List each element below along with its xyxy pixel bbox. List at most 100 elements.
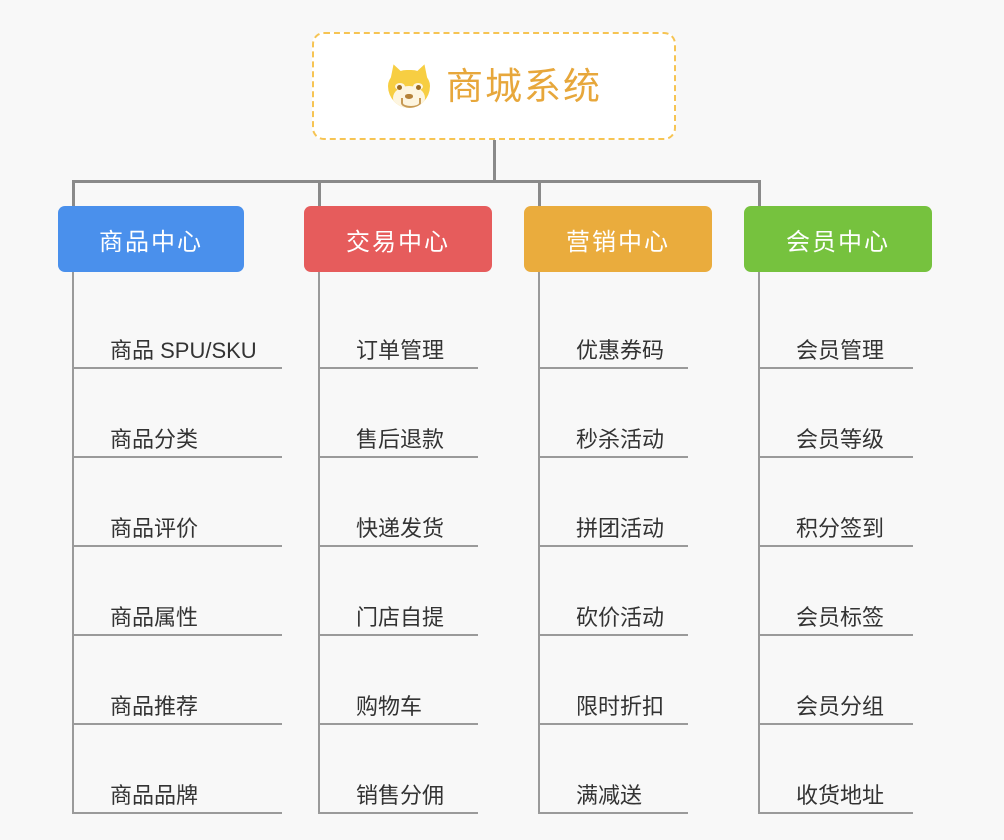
leaf-item[interactable]: 商品 SPU/SKU <box>72 280 282 369</box>
branch-header-product-center[interactable]: 商品中心 <box>58 206 244 272</box>
leaf-item[interactable]: 拼团活动 <box>538 458 712 547</box>
leaf-item-rule <box>318 723 478 725</box>
leaf-item[interactable]: 会员分组 <box>758 636 932 725</box>
branch-trade-center: 交易中心订单管理售后退款快递发货门店自提购物车销售分佣 <box>304 206 492 814</box>
leaf-item-rule <box>538 456 688 458</box>
branch-drop-member-center <box>758 180 761 206</box>
branch-member-center: 会员中心会员管理会员等级积分签到会员标签会员分组收货地址 <box>744 206 932 814</box>
leaf-item[interactable]: 收货地址 <box>758 725 932 814</box>
leaf-item-label: 销售分佣 <box>356 782 445 808</box>
leaf-item-rule <box>758 812 913 814</box>
leaf-item[interactable]: 订单管理 <box>318 280 492 369</box>
leaf-item[interactable]: 商品评价 <box>72 458 282 547</box>
leaf-item-label: 会员标签 <box>796 604 885 630</box>
shiba-inu-face-icon <box>384 61 434 108</box>
leaf-item[interactable]: 满减送 <box>538 725 712 814</box>
leaf-item-label: 满减送 <box>576 782 643 808</box>
branch-header-label: 会员中心 <box>786 228 890 256</box>
leaf-item-label: 商品评价 <box>110 515 199 541</box>
leaf-item-label: 会员管理 <box>796 337 885 363</box>
leaf-item-rule <box>758 545 913 547</box>
leaf-item-rule <box>318 812 478 814</box>
leaf-item-label: 商品推荐 <box>110 693 199 719</box>
leaf-item[interactable]: 积分签到 <box>758 458 932 547</box>
leaf-item-label: 售后退款 <box>356 426 445 452</box>
leaf-item-label: 商品品牌 <box>110 782 199 808</box>
branch-header-member-center[interactable]: 会员中心 <box>744 206 932 272</box>
leaf-item-label: 订单管理 <box>356 337 445 363</box>
leaf-item-label: 秒杀活动 <box>576 426 665 452</box>
leaf-item-rule <box>318 545 478 547</box>
branch-header-marketing-center[interactable]: 营销中心 <box>524 206 712 272</box>
leaf-item-label: 购物车 <box>356 693 423 719</box>
root-title: 商城系统 <box>446 65 602 107</box>
leaf-trunk <box>538 272 540 814</box>
leaf-item-label: 商品属性 <box>110 604 199 630</box>
leaf-item-label: 积分签到 <box>796 515 885 541</box>
leaf-item[interactable]: 售后退款 <box>318 369 492 458</box>
branch-header-label: 商品中心 <box>99 228 203 256</box>
branch-drop-product-center <box>72 180 75 206</box>
leaf-list-product-center: 商品 SPU/SKU 商品分类商品评价商品属性商品推荐商品品牌 <box>72 272 282 814</box>
leaf-item[interactable]: 商品属性 <box>72 547 282 636</box>
leaf-item-rule <box>72 723 282 725</box>
leaf-item-rule <box>758 456 913 458</box>
leaf-item[interactable]: 快递发货 <box>318 458 492 547</box>
leaf-item-label: 商品 SPU/SKU <box>110 337 257 363</box>
leaf-item[interactable]: 砍价活动 <box>538 547 712 636</box>
leaf-item[interactable]: 购物车 <box>318 636 492 725</box>
leaf-item-rule <box>538 545 688 547</box>
leaf-trunk <box>758 272 760 814</box>
leaf-item-rule <box>538 634 688 636</box>
leaf-item[interactable]: 会员标签 <box>758 547 932 636</box>
leaf-list-trade-center: 订单管理售后退款快递发货门店自提购物车销售分佣 <box>318 272 492 814</box>
leaf-item-label: 拼团活动 <box>576 515 665 541</box>
leaf-item-label: 优惠券码 <box>576 337 665 363</box>
leaf-list-member-center: 会员管理会员等级积分签到会员标签会员分组收货地址 <box>758 272 932 814</box>
leaf-item-label: 会员等级 <box>796 426 885 452</box>
leaf-item[interactable]: 会员管理 <box>758 280 932 369</box>
leaf-item-rule <box>318 456 478 458</box>
branch-drop-trade-center <box>318 180 321 206</box>
branch-header-label: 交易中心 <box>346 228 450 256</box>
leaf-item-rule <box>318 367 478 369</box>
leaf-item[interactable]: 商品推荐 <box>72 636 282 725</box>
root-node[interactable]: 商城系统 <box>312 32 676 140</box>
leaf-list-marketing-center: 优惠券码秒杀活动拼团活动砍价活动限时折扣满减送 <box>538 272 712 814</box>
leaf-item-rule <box>72 812 282 814</box>
leaf-item-rule <box>72 456 282 458</box>
leaf-item-rule <box>758 367 913 369</box>
leaf-item-label: 会员分组 <box>796 693 885 719</box>
leaf-item[interactable]: 会员等级 <box>758 369 932 458</box>
leaf-item-label: 限时折扣 <box>576 693 665 719</box>
branch-bus <box>72 180 761 183</box>
leaf-item-rule <box>758 634 913 636</box>
root-stem <box>493 140 496 183</box>
leaf-trunk <box>72 272 74 814</box>
leaf-item[interactable]: 优惠券码 <box>538 280 712 369</box>
leaf-item[interactable]: 门店自提 <box>318 547 492 636</box>
leaf-item-label: 砍价活动 <box>576 604 665 630</box>
branch-header-trade-center[interactable]: 交易中心 <box>304 206 492 272</box>
leaf-item-rule <box>538 723 688 725</box>
leaf-item-rule <box>538 367 688 369</box>
branch-header-label: 营销中心 <box>566 228 670 256</box>
leaf-trunk <box>318 272 320 814</box>
branch-product-center: 商品中心商品 SPU/SKU 商品分类商品评价商品属性商品推荐商品品牌 <box>58 206 282 814</box>
branch-drop-marketing-center <box>538 180 541 206</box>
leaf-item-rule <box>318 634 478 636</box>
leaf-item-label: 快递发货 <box>356 515 445 541</box>
leaf-item-rule <box>72 545 282 547</box>
leaf-item[interactable]: 商品品牌 <box>72 725 282 814</box>
branch-marketing-center: 营销中心优惠券码秒杀活动拼团活动砍价活动限时折扣满减送 <box>524 206 712 814</box>
leaf-item-rule <box>72 367 282 369</box>
leaf-item-rule <box>72 634 282 636</box>
leaf-item[interactable]: 销售分佣 <box>318 725 492 814</box>
leaf-item-label: 门店自提 <box>356 604 445 630</box>
leaf-item-label: 收货地址 <box>796 782 885 808</box>
leaf-item[interactable]: 秒杀活动 <box>538 369 712 458</box>
leaf-item-label: 商品分类 <box>110 426 199 452</box>
leaf-item[interactable]: 限时折扣 <box>538 636 712 725</box>
leaf-item[interactable]: 商品分类 <box>72 369 282 458</box>
